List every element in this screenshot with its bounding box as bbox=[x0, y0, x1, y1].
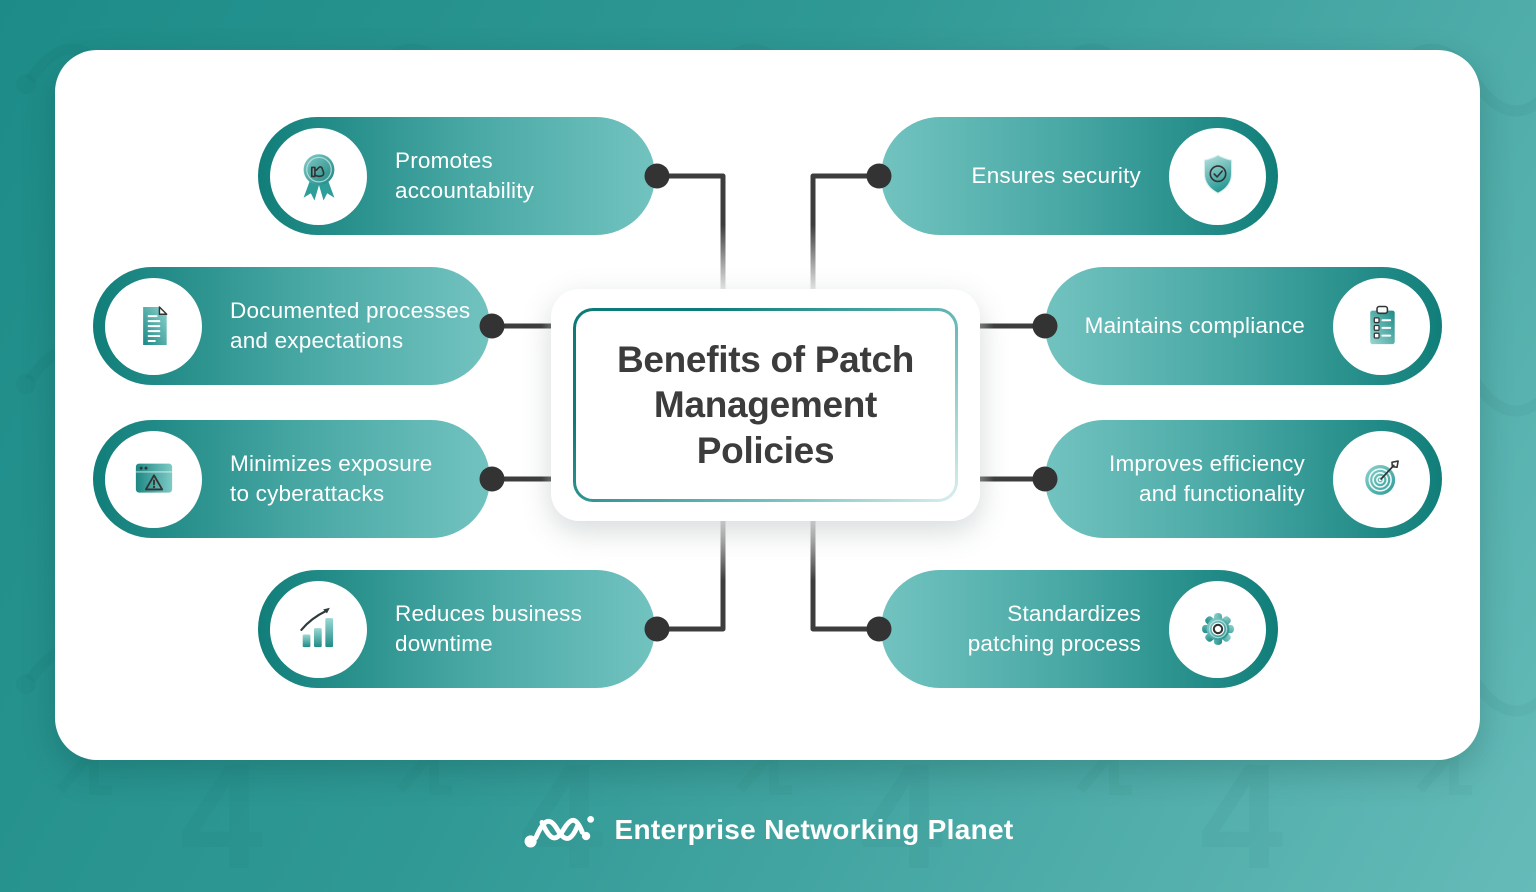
central-topic-card: Benefits of Patch Management Policies bbox=[551, 289, 980, 521]
benefit-pill-documented-processes: Documented processes and expectations bbox=[93, 267, 490, 385]
icon-circle bbox=[1333, 277, 1430, 375]
document-icon bbox=[142, 306, 167, 346]
benefit-label: Promotes accountability bbox=[395, 148, 535, 203]
icon-circle bbox=[1169, 580, 1266, 678]
icon-circle bbox=[1169, 127, 1266, 225]
benefit-label: Documented processes and expectations bbox=[230, 298, 471, 353]
benefit-pill-maintains-compliance: Maintains compliance bbox=[1045, 267, 1442, 385]
icon-circle bbox=[105, 430, 202, 528]
browser-warning-icon bbox=[135, 463, 172, 493]
benefit-pill-standardizes-patching: Standardizes patching process bbox=[881, 570, 1278, 688]
benefit-label: Ensures security bbox=[971, 163, 1141, 189]
benefit-pill-minimizes-exposure: Minimizes exposure to cyberattacks bbox=[93, 420, 490, 538]
shield-check-icon bbox=[1203, 154, 1232, 194]
benefit-pill-ensures-security: Ensures security bbox=[881, 117, 1278, 235]
gear-icon bbox=[1201, 613, 1234, 645]
enterprise-networking-planet-logo bbox=[524, 815, 594, 848]
central-topic-border: Benefits of Patch Management Policies bbox=[573, 308, 958, 502]
target-dart-icon bbox=[1364, 460, 1399, 495]
icon-circle bbox=[270, 580, 367, 678]
clipboard-checklist-icon bbox=[1369, 305, 1395, 345]
brand-name: Enterprise Networking Planet bbox=[614, 814, 1014, 845]
icon-circle bbox=[1333, 430, 1430, 528]
benefit-label: Reduces business downtime bbox=[395, 601, 583, 656]
benefit-label: Maintains compliance bbox=[1084, 313, 1305, 339]
benefit-pill-improves-efficiency: Improves efficiency and functionality bbox=[1045, 420, 1442, 538]
benefit-label: Minimizes exposure to cyberattacks bbox=[230, 451, 433, 506]
award-thumbs-up-icon bbox=[303, 154, 334, 201]
benefit-pill-promotes-accountability: Promotes accountability bbox=[258, 117, 655, 235]
bar-chart-growth-icon bbox=[299, 607, 333, 648]
icon-circle bbox=[270, 127, 367, 225]
benefit-label: Standardizes patching process bbox=[967, 601, 1141, 656]
central-topic-title: Benefits of Patch Management Policies bbox=[616, 339, 915, 471]
benefit-label: Improves efficiency and functionality bbox=[1109, 451, 1305, 506]
icon-circle bbox=[105, 277, 202, 375]
benefit-pill-reduces-downtime: Reduces business downtime bbox=[258, 570, 655, 688]
brand-footer: Enterprise Networking Planet bbox=[0, 800, 1536, 860]
